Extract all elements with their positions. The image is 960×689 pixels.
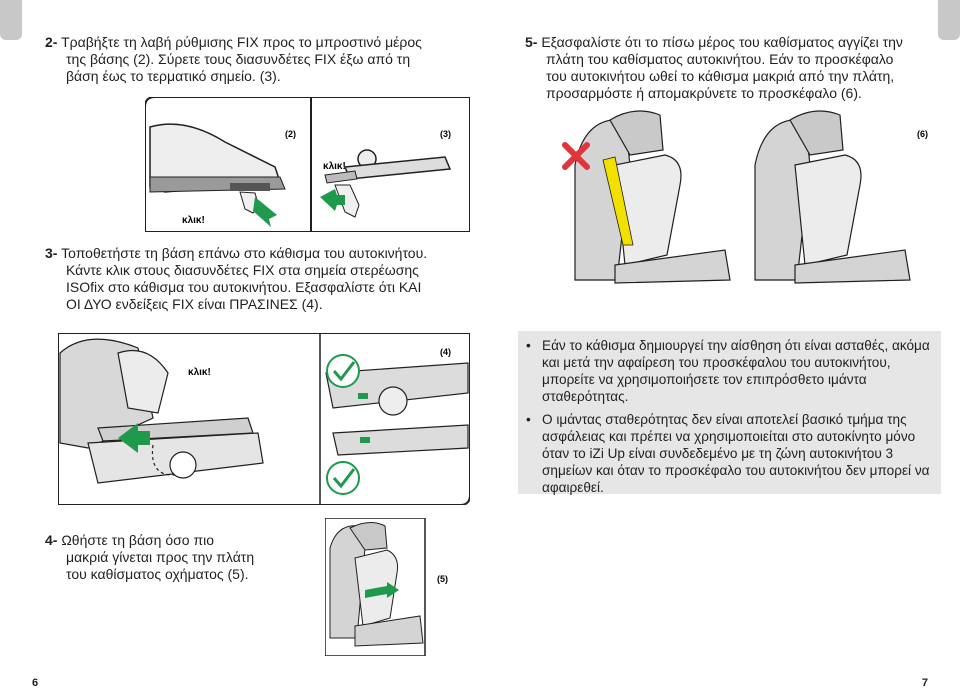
- figure-label-4: (4): [440, 347, 451, 357]
- step-3-line-1: Τοποθετήστε τη βάση επάνω στο κάθισμα το…: [61, 245, 428, 261]
- step-2-line-3: βάση έως το τερματικό σημείο. (3).: [66, 68, 281, 84]
- figure-label-6: (6): [917, 129, 928, 139]
- step-4-instruction: 4- Ωθήστε τη βάση όσο πιο μακριά γίνεται…: [45, 532, 305, 583]
- step-2-instruction: 2- Τραβήξτε τη λαβή ρύθμισης FIX προς το…: [45, 34, 465, 85]
- illustration-fix-indicators: κλικ! (4): [58, 333, 470, 505]
- step-3-number: 3-: [45, 245, 58, 261]
- figure-label-3: (3): [440, 129, 451, 139]
- step-5-line-4: προσαρμόστε ή απομακρύνετε το προσκέφαλο…: [546, 85, 862, 101]
- step-5-number: 5-: [525, 34, 538, 50]
- step-3-line-3: ISOfix στο κάθισμα του αυτοκινήτου. Εξασ…: [66, 279, 422, 295]
- step-2-line-1: Τραβήξτε τη λαβή ρύθμισης FIX προς το μπ…: [61, 34, 422, 50]
- notes-list: Εάν το κάθισμα δημιουργεί την αίσθηση ότ…: [518, 337, 941, 496]
- step-4-line-1: Ωθήστε τη βάση όσο πιο: [61, 532, 215, 548]
- step-3-line-4: ΟΙ ΔΥΟ ενδείξεις FIX είναι ΠΡΑΣΙΝΕΣ (4).: [66, 296, 323, 312]
- step-5-line-1: Εξασφαλίστε ότι το πίσω μέρος του καθίσμ…: [541, 34, 903, 50]
- illustration-headrest-check: (6): [562, 110, 928, 284]
- notes-box: Εάν το κάθισμα δημιουργεί την αίσθηση ότ…: [518, 331, 941, 496]
- figure-label-2: (2): [285, 129, 296, 139]
- step-4-line-2: μακριά γίνεται προς την πλάτη: [66, 549, 255, 565]
- step-2-number: 2-: [45, 34, 58, 50]
- page-number-left: 6: [32, 677, 39, 689]
- note-item: Εάν το κάθισμα δημιουργεί την αίσθηση ότ…: [518, 337, 941, 405]
- step-2-line-2: της βάσης (2). Σύρετε τους διασυνδέτες F…: [66, 51, 411, 67]
- note-item: Ο ιμάντας σταθερότητας δεν είναι αποτελε…: [518, 411, 941, 496]
- illustration-fix-handle: (2) κλικ! κλικ! (3): [145, 97, 470, 232]
- step-3-instruction: 3- Τοποθετήστε τη βάση επάνω στο κάθισμα…: [45, 245, 495, 313]
- step-5-line-3: του αυτοκινήτου ωθεί το κάθισμα μακριά α…: [546, 68, 895, 84]
- page-number-right: 7: [921, 677, 928, 689]
- step-4-number: 4-: [45, 532, 58, 548]
- illustration-push-base: (5): [325, 518, 448, 656]
- right-page-tab: [938, 0, 960, 40]
- click-label-fig4: κλικ!: [188, 367, 211, 378]
- step-3-line-2: Κάντε κλικ στους διασυνδέτες FIX στα σημ…: [66, 262, 419, 278]
- step-5-line-2: πλάτη του καθίσματος αυτοκινήτου. Εάν το…: [546, 51, 894, 67]
- step-5-instruction: 5- Εξασφαλίστε ότι το πίσω μέρος του καθ…: [525, 34, 945, 102]
- left-page-tab: [0, 0, 22, 40]
- step-4-line-3: του καθίσματος οχήματος (5).: [66, 566, 249, 582]
- click-label-left: κλικ!: [323, 161, 346, 172]
- click-label-bottom: κλικ!: [182, 215, 205, 226]
- figure-label-5: (5): [437, 574, 448, 584]
